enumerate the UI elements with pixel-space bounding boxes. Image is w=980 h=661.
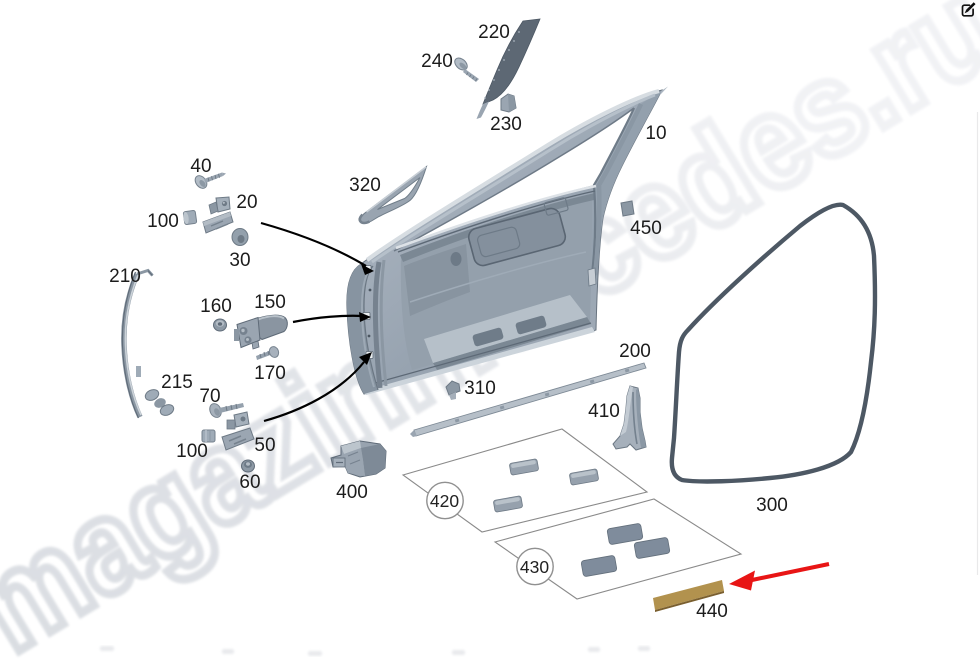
svg-text:430: 430 xyxy=(520,557,549,577)
svg-text:100: 100 xyxy=(176,441,208,462)
svg-text:230: 230 xyxy=(490,114,522,135)
svg-text:240: 240 xyxy=(421,51,453,72)
svg-text:10: 10 xyxy=(645,123,666,144)
svg-text:40: 40 xyxy=(190,156,211,177)
svg-text:300: 300 xyxy=(756,495,788,516)
svg-text:170: 170 xyxy=(254,363,286,384)
svg-text:210: 210 xyxy=(109,266,141,287)
svg-text:60: 60 xyxy=(239,472,260,493)
svg-text:150: 150 xyxy=(254,292,286,313)
svg-text:440: 440 xyxy=(696,601,728,622)
svg-text:320: 320 xyxy=(349,175,381,196)
svg-text:400: 400 xyxy=(336,482,368,503)
svg-text:100: 100 xyxy=(147,211,179,232)
svg-text:30: 30 xyxy=(229,250,250,271)
svg-text:200: 200 xyxy=(619,341,651,362)
svg-text:20: 20 xyxy=(236,192,257,213)
svg-text:450: 450 xyxy=(630,218,662,239)
svg-text:420: 420 xyxy=(430,491,459,511)
svg-text:410: 410 xyxy=(588,401,620,422)
svg-text:160: 160 xyxy=(200,296,232,317)
svg-text:215: 215 xyxy=(161,372,193,393)
svg-text:310: 310 xyxy=(464,378,496,399)
svg-text:220: 220 xyxy=(478,22,510,43)
svg-text:50: 50 xyxy=(254,435,275,456)
svg-text:70: 70 xyxy=(199,386,220,407)
